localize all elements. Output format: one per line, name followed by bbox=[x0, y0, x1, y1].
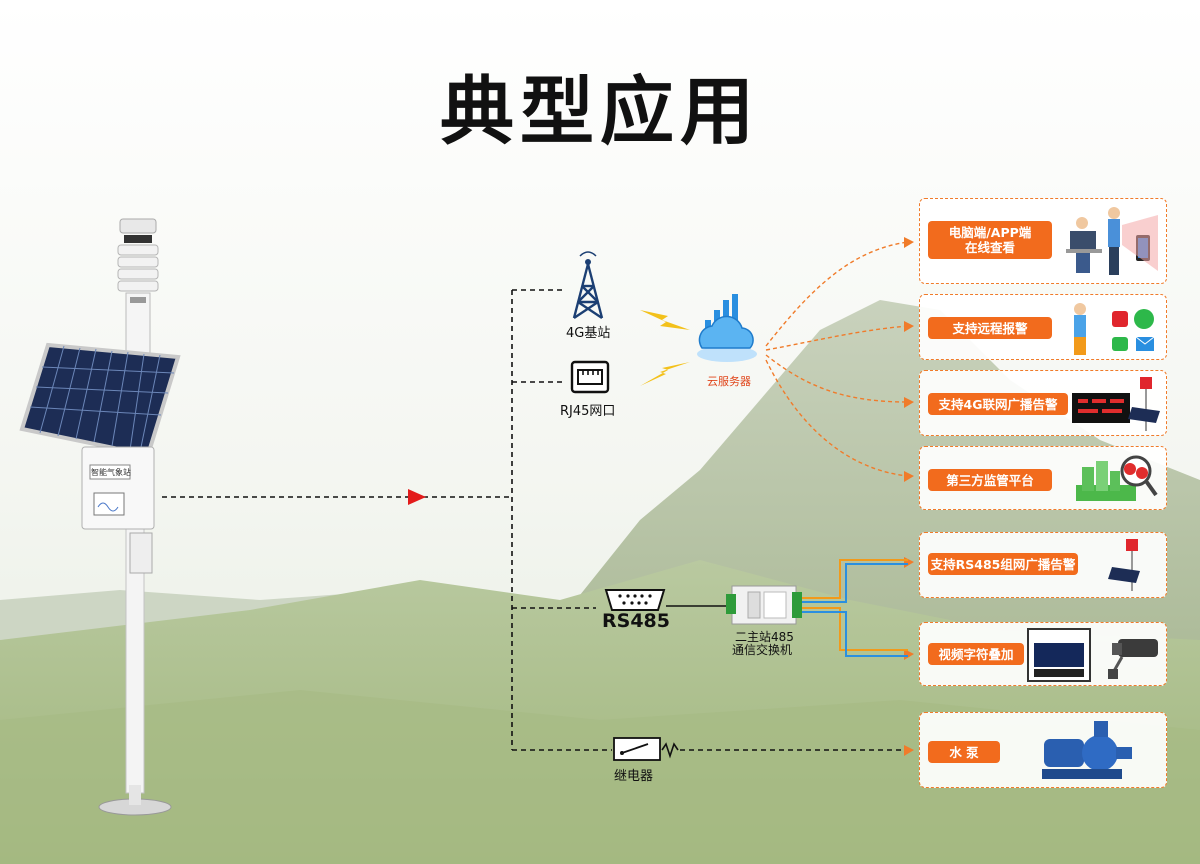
cloud-label: 云服务器 bbox=[707, 375, 751, 388]
alarm-notification-icons bbox=[1074, 303, 1155, 355]
output-pill-rs485-broadcast: 支持RS485组网广播告警 bbox=[928, 553, 1078, 575]
output-pill-4g-broadcast: 支持4G联网广播告警 bbox=[928, 393, 1068, 415]
tower-label: 4G基站 bbox=[566, 326, 611, 341]
output-pill-video-overlay: 视频字符叠加 bbox=[928, 643, 1024, 665]
water-pump-icon bbox=[1042, 721, 1132, 779]
ethernet-port-icon bbox=[570, 360, 610, 394]
output-app-line1: 电脑端/APP端 bbox=[948, 225, 1032, 240]
output-box-4g-broadcast: 支持4G联网广播告警 bbox=[919, 370, 1167, 436]
rs485-label: RS485 bbox=[602, 610, 670, 632]
output-video-overlay-label: 视频字符叠加 bbox=[938, 646, 1014, 662]
output-pill-water-pump: 水 泵 bbox=[928, 741, 1000, 763]
output-pill-app: 电脑端/APP端 在线查看 bbox=[928, 221, 1052, 259]
relay-icon bbox=[613, 737, 679, 761]
output-box-app: 电脑端/APP端 在线查看 bbox=[919, 198, 1167, 284]
output-pill-remote-alarm: 支持远程报警 bbox=[928, 317, 1052, 339]
output-rs485-broadcast-label: 支持RS485组网广播告警 bbox=[930, 556, 1076, 572]
relay-label: 继电器 bbox=[614, 769, 654, 784]
video-overlay-devices-icon bbox=[1027, 628, 1158, 682]
cloud-server-icon bbox=[697, 294, 757, 362]
output-box-remote-alarm: 支持远程报警 bbox=[919, 294, 1167, 360]
output-third-party-label: 第三方监管平台 bbox=[946, 472, 1034, 488]
output-box-water-pump: 水 泵 bbox=[919, 712, 1167, 788]
output-app-line2: 在线查看 bbox=[964, 240, 1015, 255]
led-display-icon bbox=[1072, 377, 1160, 431]
people-devices-icon bbox=[1066, 207, 1158, 275]
switch-label-line1: 二主站485 bbox=[735, 630, 794, 644]
solar-alarm-icon bbox=[1108, 539, 1140, 591]
output-box-third-party: 第三方监管平台 bbox=[919, 446, 1167, 510]
output-water-pump-label: 水 泵 bbox=[949, 744, 979, 760]
rs485-connector-icon bbox=[604, 589, 666, 611]
output-box-rs485-broadcast: 支持RS485组网广播告警 bbox=[919, 532, 1167, 598]
supervision-platform-icon bbox=[1076, 455, 1158, 501]
page-title: 典型应用 bbox=[440, 69, 760, 155]
output-4g-broadcast-label: 支持4G联网广播告警 bbox=[938, 396, 1058, 412]
output-pill-third-party: 第三方监管平台 bbox=[928, 469, 1052, 491]
control-box-sign: 智能气象站 bbox=[91, 468, 131, 477]
cell-tower-icon bbox=[572, 251, 604, 319]
output-remote-alarm-label: 支持远程报警 bbox=[952, 320, 1028, 336]
rj45-label: RJ45网口 bbox=[560, 404, 616, 419]
switch-label-line2: 通信交换机 bbox=[732, 643, 793, 657]
weather-station-illustration bbox=[19, 218, 181, 816]
output-box-video-overlay: 视频字符叠加 bbox=[919, 622, 1167, 686]
switch-module-icon bbox=[726, 585, 802, 625]
